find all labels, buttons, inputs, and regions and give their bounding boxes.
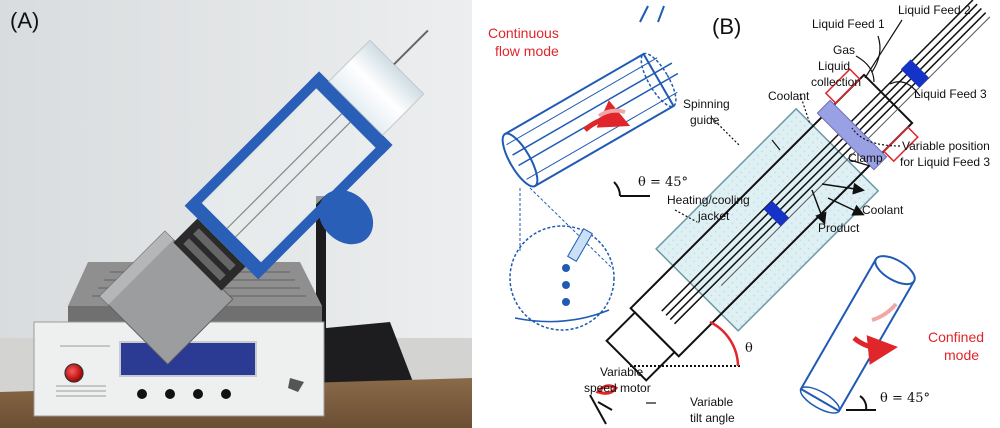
heating-jacket-label-2: jacket [697, 209, 730, 223]
variable-position-label-2: for Liquid Feed 3 [900, 155, 990, 169]
spinning-guide-label-1: Spinning [683, 97, 730, 111]
coolant-top-label: Coolant [768, 89, 810, 103]
clamp-label: Clamp [848, 151, 883, 165]
continuous-tube [501, 52, 679, 331]
liquid-collection-label-2: collection [811, 75, 861, 89]
spinning-guide-label-2: guide [690, 113, 720, 127]
tilt-label-2: tilt angle [690, 411, 735, 425]
motor-label-2: speed motor [584, 381, 651, 395]
confined-label-1: Confined [928, 329, 984, 345]
gas-label: Gas [833, 43, 855, 57]
motor-label-1: Variable [600, 365, 643, 379]
theta-left-label: θ = 45° [638, 175, 688, 190]
coolant-bottom-label: Coolant [862, 203, 904, 217]
panel-a-label: (A) [10, 8, 39, 33]
liquid-collection-label-1: Liquid [818, 59, 850, 73]
tilt-label-1: Variable [690, 395, 733, 409]
theta-right-label: θ = 45° [880, 391, 930, 406]
central-apparatus [589, 0, 991, 425]
liquid-feed-2-label: Liquid Feed 2 [898, 3, 971, 17]
variable-position-label-1: Variable position [902, 139, 990, 153]
continuous-flow-label-2: flow mode [495, 43, 559, 59]
confined-label-2: mode [944, 347, 979, 363]
panel-a-photo [0, 0, 472, 428]
liquid-feed-3-label: Liquid Feed 3 [914, 87, 987, 101]
product-label: Product [818, 221, 860, 235]
confined-tube [799, 255, 916, 414]
panel-b-schematic [472, 0, 1000, 428]
liquid-feed-1-label: Liquid Feed 1 [812, 17, 885, 31]
leader-lines [646, 19, 921, 404]
continuous-flow-label-1: Continuous [488, 25, 559, 41]
heating-jacket-label-1: Heating/cooling [667, 193, 750, 207]
panel-b-label: (B) [712, 14, 741, 39]
theta-center-label: θ [745, 341, 753, 356]
